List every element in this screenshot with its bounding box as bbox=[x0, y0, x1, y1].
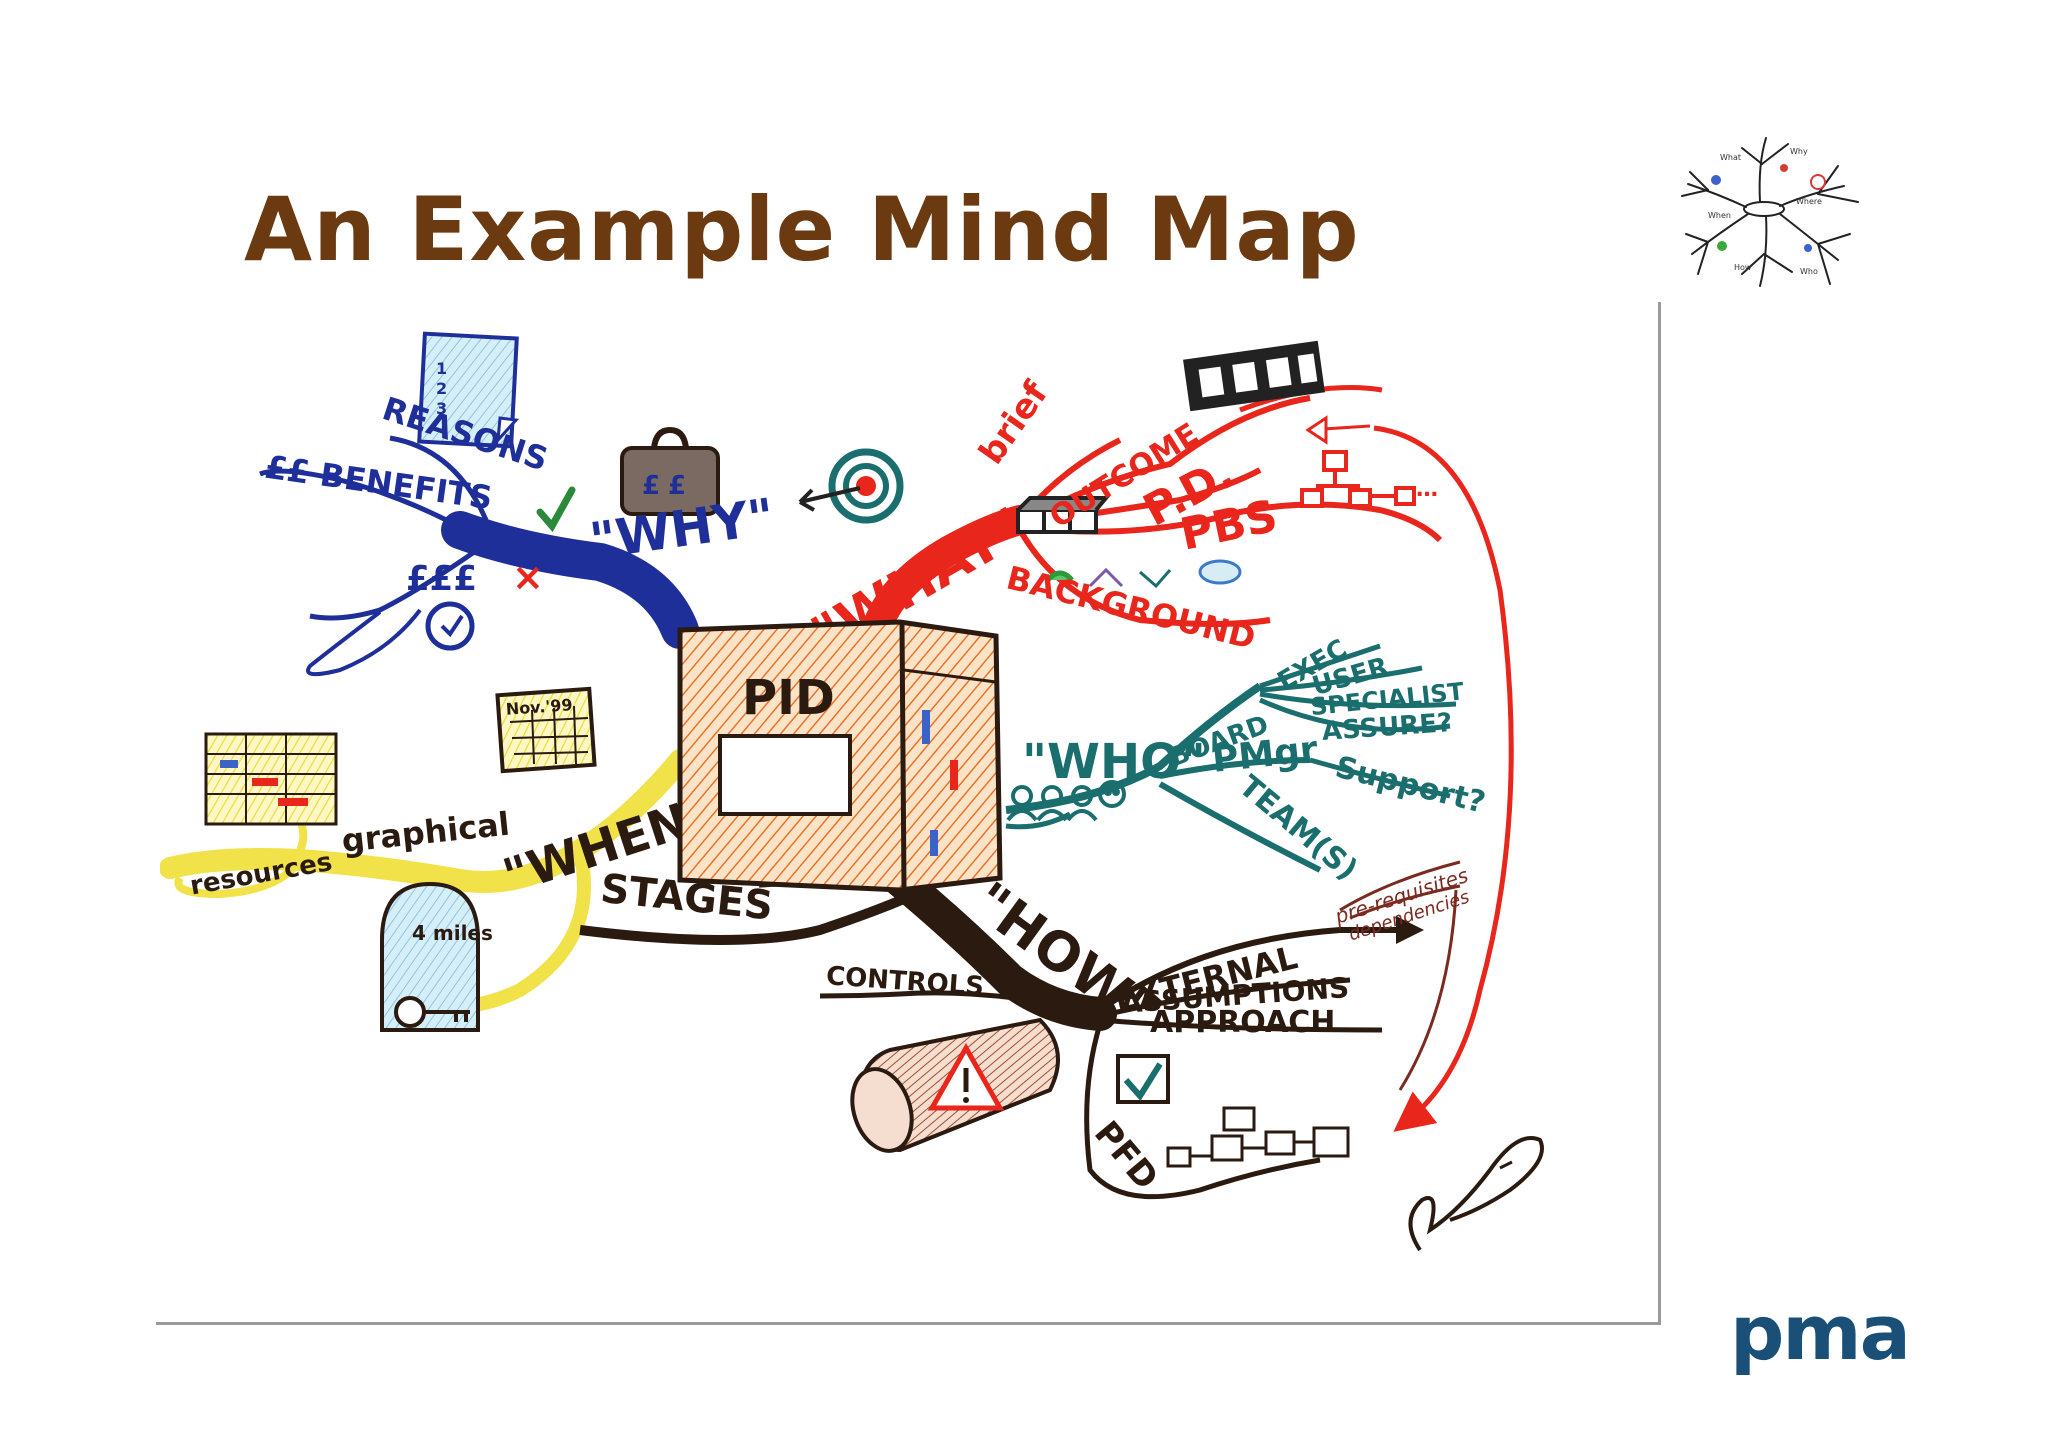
notepad-icon bbox=[417, 331, 519, 449]
when-item-graphical: graphical bbox=[340, 805, 512, 860]
when-trunk bbox=[160, 749, 691, 893]
frame-border-right bbox=[1658, 302, 1661, 1324]
center-label: PID bbox=[742, 670, 835, 726]
branch-when: Nov.'99 4 miles "WHEN" graphical resourc… bbox=[160, 686, 719, 1032]
thumb-label-where: Where bbox=[1796, 197, 1822, 206]
arrow-head-open-icon bbox=[1305, 415, 1328, 445]
pma-logo: pma bbox=[1730, 1288, 1911, 1377]
who-line-assure bbox=[1258, 697, 1451, 733]
center-pid-document: PID bbox=[677, 619, 1003, 893]
thumb-label-why: Why bbox=[1790, 147, 1808, 156]
why-line-reasons bbox=[389, 435, 493, 531]
how-line-pfd bbox=[1084, 1023, 1321, 1200]
thumb-label-how: How bbox=[1734, 263, 1752, 272]
cross-icon: × bbox=[512, 555, 544, 599]
who-line-pmgr bbox=[1159, 757, 1311, 779]
who-line-team bbox=[1158, 781, 1322, 873]
how-line-assumptions bbox=[1099, 977, 1351, 1019]
film-strip-icon bbox=[1183, 340, 1325, 412]
frame-border-bottom bbox=[156, 1322, 1661, 1325]
who-line-support bbox=[1309, 757, 1451, 799]
why-line-benefits bbox=[259, 468, 482, 541]
briefcase-icon bbox=[620, 446, 720, 516]
thumb-label-when: When bbox=[1708, 211, 1731, 220]
milestone-label: 4 miles bbox=[412, 921, 493, 945]
how-trunk bbox=[883, 863, 1117, 1031]
boxes-icon bbox=[1016, 496, 1111, 534]
milestone-icon bbox=[380, 881, 480, 1032]
notepad-fold-icon bbox=[496, 416, 520, 445]
branch-why: 1 2 3 £ £ × "WHY" REASONS ££ BENEFITS ££… bbox=[259, 331, 778, 677]
why-mark-3: 3 bbox=[436, 399, 447, 418]
what-line-background bbox=[1017, 528, 1271, 627]
flow-diagram-icon bbox=[1166, 1106, 1350, 1168]
people-icon bbox=[1006, 780, 1126, 822]
what-ellipsis: … bbox=[1416, 477, 1438, 502]
calendar-icon bbox=[495, 686, 597, 774]
why-mark-1: 1 bbox=[436, 359, 447, 378]
how-line-controls bbox=[819, 990, 1031, 1003]
who-label: "WHO" bbox=[1022, 734, 1206, 790]
thumb-blue-dot-2-icon bbox=[1804, 244, 1812, 252]
gantt-chart-icon bbox=[204, 732, 338, 826]
who-line-specialist bbox=[1259, 691, 1457, 709]
what-trunk bbox=[857, 505, 1035, 663]
thumbnail-mindmap: When Where What Why How Who bbox=[1681, 137, 1859, 287]
briefcase-pound-2: £ bbox=[668, 471, 686, 501]
signature-icon bbox=[1408, 1136, 1544, 1252]
how-line-prereq bbox=[1339, 860, 1461, 920]
checkbox-icon bbox=[1116, 1054, 1170, 1104]
why-label: "WHY" bbox=[586, 487, 778, 570]
org-chart-icon bbox=[1300, 450, 1416, 508]
how-arrow-head-icon bbox=[1396, 916, 1424, 944]
tick-icon bbox=[536, 486, 576, 533]
calendar-label: Nov.'99 bbox=[505, 695, 573, 719]
why-mark-2: 2 bbox=[436, 379, 447, 398]
why-line-pounds bbox=[309, 545, 482, 621]
thumb-blue-dot-icon bbox=[1711, 175, 1721, 185]
mind-map: 1 2 3 £ £ × "WHY" REASONS ££ BENEFITS ££… bbox=[160, 331, 1544, 1252]
what-item-brief: brief bbox=[971, 374, 1056, 472]
why-item-benefits: ££ BENEFITS bbox=[263, 448, 495, 518]
dependency-arrow bbox=[1373, 425, 1514, 1132]
thumb-target-icon bbox=[1810, 174, 1826, 190]
thumb-label-what: What bbox=[1720, 153, 1741, 162]
thumb-red-dot-icon bbox=[1780, 164, 1788, 172]
slide-title: An Example Mind Map bbox=[244, 178, 1360, 281]
branch-how: STAGES "HOW" STAGES CONTROLS EXTERNAL AS… bbox=[579, 852, 1472, 1200]
how-line-approach bbox=[1099, 1017, 1383, 1033]
why-line-clock bbox=[306, 608, 422, 677]
briefcase-handle-icon bbox=[651, 426, 689, 449]
how-line-stages bbox=[579, 887, 923, 945]
pid-window bbox=[718, 734, 852, 816]
clock-tick-icon bbox=[440, 614, 464, 638]
who-line-exec bbox=[1259, 643, 1381, 689]
log-warning-icon bbox=[850, 1017, 1060, 1153]
how-line-prereq-down bbox=[1398, 889, 1458, 1091]
when-line-resources bbox=[174, 857, 304, 899]
briefcase-pound-1: £ bbox=[642, 471, 660, 501]
background-doodles bbox=[1046, 559, 1242, 589]
how-item-pfd: PFD bbox=[1086, 1114, 1166, 1198]
why-item-pounds: £££ bbox=[406, 559, 477, 599]
who-item-support: Support? bbox=[1332, 750, 1489, 821]
thumb-green-dot-icon bbox=[1717, 241, 1727, 251]
branch-who: "WHO" BOARD EXEC USER SPECIALIST ASSURE?… bbox=[1005, 634, 1489, 888]
target-icon bbox=[798, 448, 904, 524]
thumb-label-who: Who bbox=[1800, 267, 1818, 276]
how-line-external bbox=[1098, 927, 1341, 1013]
clock-icon bbox=[425, 601, 475, 651]
who-line-user bbox=[1259, 665, 1423, 693]
why-trunk bbox=[441, 511, 699, 649]
what-line-pbs bbox=[1029, 501, 1443, 543]
how-item-approach: APPROACH bbox=[1150, 1005, 1335, 1040]
